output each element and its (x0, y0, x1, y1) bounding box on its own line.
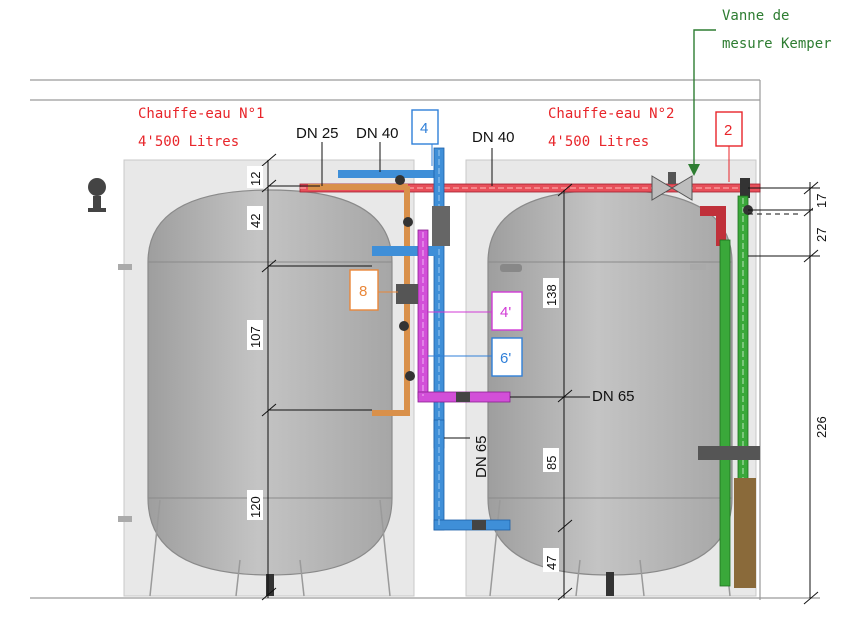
dim-42: 42 (247, 206, 263, 230)
svg-text:226: 226 (814, 416, 829, 438)
svg-text:2: 2 (724, 122, 732, 139)
svg-text:120: 120 (248, 496, 263, 518)
dim-47: 47 (543, 548, 559, 572)
dn65-vertical-label: DN 65 (473, 435, 490, 478)
tag-4: 4 (411, 109, 439, 166)
dim-107: 107 (247, 320, 263, 350)
valve-callout-line2: mesure Kemper (722, 36, 832, 52)
arrow-down-icon (688, 164, 700, 176)
svg-text:17: 17 (814, 194, 829, 208)
dim-226: 226 (813, 408, 829, 440)
dim-120: 120 (247, 490, 263, 520)
dn40-top-label: DN 40 (472, 129, 515, 146)
heater-2-name: Chauffe-eau N°2 (548, 106, 674, 122)
heater-2-capacity: 4'500 Litres (548, 134, 649, 150)
svg-text:47: 47 (544, 556, 559, 570)
dimension-lines (261, 153, 820, 605)
pressure-gauge-icon (88, 178, 106, 212)
svg-text:12: 12 (248, 172, 263, 186)
svg-text:4': 4' (500, 304, 511, 321)
return-pipe (698, 195, 760, 588)
heater-1-tank (118, 189, 393, 597)
tag-8: 8 (349, 269, 398, 311)
svg-text:42: 42 (248, 214, 263, 228)
dim-85: 85 (543, 448, 559, 472)
dim-12: 12 (247, 166, 263, 188)
dn25-label: DN 25 (296, 125, 339, 142)
dim-17: 17 (813, 190, 829, 212)
tag-4-prime: 4' (428, 291, 523, 331)
building-outline (30, 79, 820, 600)
valve-callout: Vanne de mesure Kemper (688, 8, 832, 176)
svg-text:85: 85 (544, 456, 559, 470)
heater-1-capacity: 4'500 Litres (138, 134, 239, 150)
heater-1-name: Chauffe-eau N°1 (138, 106, 264, 122)
svg-text:107: 107 (248, 326, 263, 348)
dn40-left-label: DN 40 (356, 125, 399, 142)
tag-6-prime: 6' (428, 337, 523, 377)
svg-text:4: 4 (420, 120, 428, 137)
svg-text:138: 138 (544, 284, 559, 306)
tag-2: 2 (715, 111, 743, 182)
svg-text:8: 8 (359, 283, 367, 300)
svg-text:27: 27 (814, 228, 829, 242)
svg-text:6': 6' (500, 350, 511, 367)
valve-fittings (395, 172, 753, 530)
dn65-horizontal-label: DN 65 (592, 388, 635, 405)
dim-138: 138 (543, 278, 559, 308)
valve-callout-line1: Vanne de (722, 8, 789, 24)
dim-27: 27 (813, 222, 829, 244)
